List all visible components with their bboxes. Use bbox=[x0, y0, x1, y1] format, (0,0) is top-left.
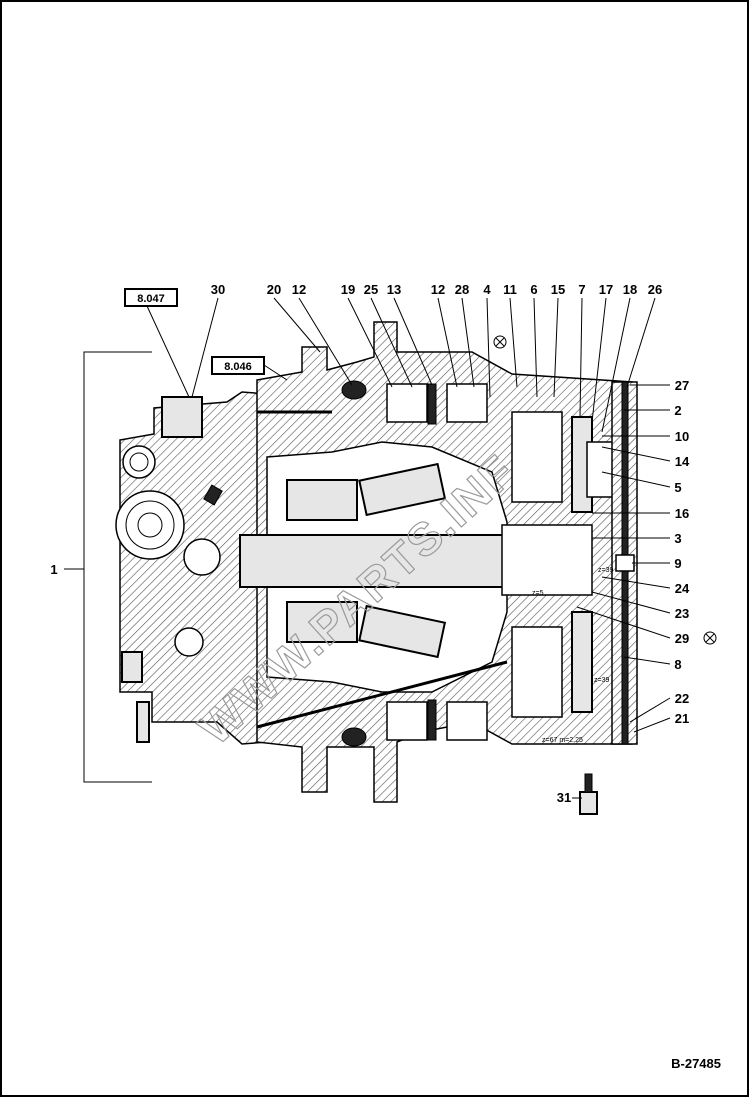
callout-23: 23 bbox=[675, 606, 689, 621]
callout-12-right: 12 bbox=[431, 282, 445, 297]
mark-z67: z=67 m=2,25 bbox=[542, 737, 583, 744]
callout-31-group: 31 bbox=[557, 790, 582, 805]
callout-2: 2 bbox=[674, 403, 681, 418]
callout-20: 20 bbox=[267, 282, 281, 297]
mark-z5: z=5 bbox=[532, 590, 544, 597]
callout-15: 15 bbox=[551, 282, 565, 297]
callout-9: 9 bbox=[674, 556, 681, 571]
callout-6: 6 bbox=[530, 282, 537, 297]
top-callouts: 30 20 12 19 25 13 12 28 4 11 6 15 7 17 1… bbox=[191, 282, 662, 433]
callout-22: 22 bbox=[675, 691, 689, 706]
callout-27: 27 bbox=[675, 378, 689, 393]
callout-11: 11 bbox=[503, 282, 517, 297]
callout-30: 30 bbox=[211, 282, 225, 297]
callout-24: 24 bbox=[675, 581, 690, 596]
callout-21: 21 bbox=[675, 711, 689, 726]
ref-box-8046[interactable]: 8.046 bbox=[211, 356, 288, 381]
callout-31: 31 bbox=[557, 790, 571, 805]
callout-13: 13 bbox=[387, 282, 401, 297]
bracket-item-1: 1 bbox=[50, 351, 152, 783]
callout-29: 29 bbox=[675, 631, 689, 646]
callout-17: 17 bbox=[599, 282, 613, 297]
callout-4: 4 bbox=[483, 282, 491, 297]
callout-19: 19 bbox=[341, 282, 355, 297]
callout-18: 18 bbox=[623, 282, 637, 297]
mark-z39-b: z=39 bbox=[594, 677, 609, 684]
document-id: B-27485 bbox=[671, 1056, 721, 1071]
callout-8: 8 bbox=[674, 657, 681, 672]
callout-12-left: 12 bbox=[292, 282, 306, 297]
callout-5: 5 bbox=[674, 480, 681, 495]
mark-z39-a: z=39 bbox=[598, 567, 613, 574]
callout-1: 1 bbox=[50, 562, 57, 577]
callout-3: 3 bbox=[674, 531, 681, 546]
callout-16: 16 bbox=[675, 506, 689, 521]
ref-box-8047[interactable]: 8.047 bbox=[124, 288, 190, 398]
callout-7: 7 bbox=[578, 282, 585, 297]
right-callouts: 27 2 10 14 5 16 3 9 24 23 29 8 22 21 bbox=[576, 378, 717, 733]
ref-box-8047-label: 8.047 bbox=[137, 293, 165, 305]
callout-25: 25 bbox=[364, 282, 378, 297]
callout-14: 14 bbox=[675, 454, 690, 469]
motor-assembly-drawing bbox=[115, 321, 638, 815]
callout-26: 26 bbox=[648, 282, 662, 297]
part-marks: z=39 z=39 z=67 m=2,25 z=5 bbox=[532, 567, 613, 744]
callout-28: 28 bbox=[455, 282, 469, 297]
ref-box-8046-label: 8.046 bbox=[224, 361, 252, 373]
callout-10: 10 bbox=[675, 429, 689, 444]
